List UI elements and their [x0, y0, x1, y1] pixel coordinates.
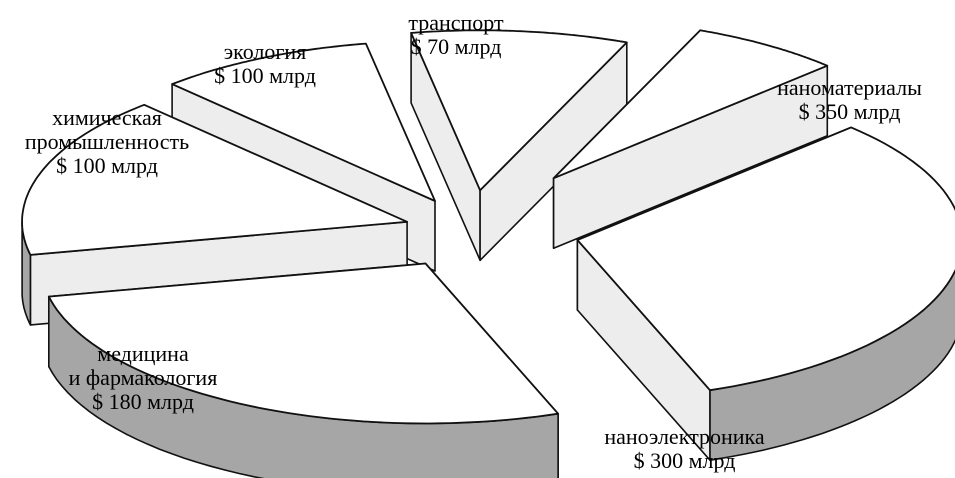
slice-nanomaterials — [576, 126, 955, 461]
label-ecology-name-line1: экология — [223, 39, 307, 64]
label-medicine-name-line1: медицина — [97, 341, 189, 366]
label-transport: транспорт $ 70 млрд — [376, 11, 536, 59]
label-nanomaterials-value: $ 350 млрд — [798, 99, 901, 124]
label-nanoelectronics-name-line1: наноэлектроника — [604, 424, 765, 449]
label-nanoelectronics-value: $ 300 млрд — [633, 448, 736, 473]
label-transport-name-line1: транспорт — [408, 10, 504, 35]
label-ecology: экология $ 100 млрд — [180, 40, 350, 88]
slice-ecology — [410, 29, 628, 262]
slice-nanoelectronics — [47, 262, 559, 478]
label-nanomaterials: наноматериалы $ 350 млрд — [752, 76, 947, 124]
label-transport-value: $ 70 млрд — [410, 34, 502, 59]
label-chemical-industry-name-line2: промышленность — [24, 129, 190, 154]
label-ecology-value: $ 100 млрд — [214, 63, 316, 88]
label-medicine: медицина и фармакология $ 180 млрд — [38, 342, 248, 414]
slice-nanomaterials-top — [576, 126, 955, 392]
slice-medicine-top — [21, 103, 408, 256]
label-nanomaterials-name-line1: наноматериалы — [777, 75, 922, 100]
label-nanoelectronics: наноэлектроника $ 300 млрд — [572, 425, 797, 473]
slice-transport — [552, 29, 829, 249]
slice-transport-top — [552, 29, 829, 180]
label-medicine-value: $ 180 млрд — [92, 389, 194, 414]
label-chemical-industry: химическая промышленность $ 100 млрд — [2, 106, 212, 178]
slice-chemical-industry-top — [171, 42, 436, 202]
slice-nanoelectronics-top — [47, 262, 559, 425]
label-chemical-industry-value: $ 100 млрд — [56, 153, 158, 178]
label-chemical-industry-name-line1: химическая — [52, 105, 162, 130]
slice-ecology-top — [410, 29, 628, 192]
label-medicine-name-line2: и фармакология — [68, 365, 218, 390]
